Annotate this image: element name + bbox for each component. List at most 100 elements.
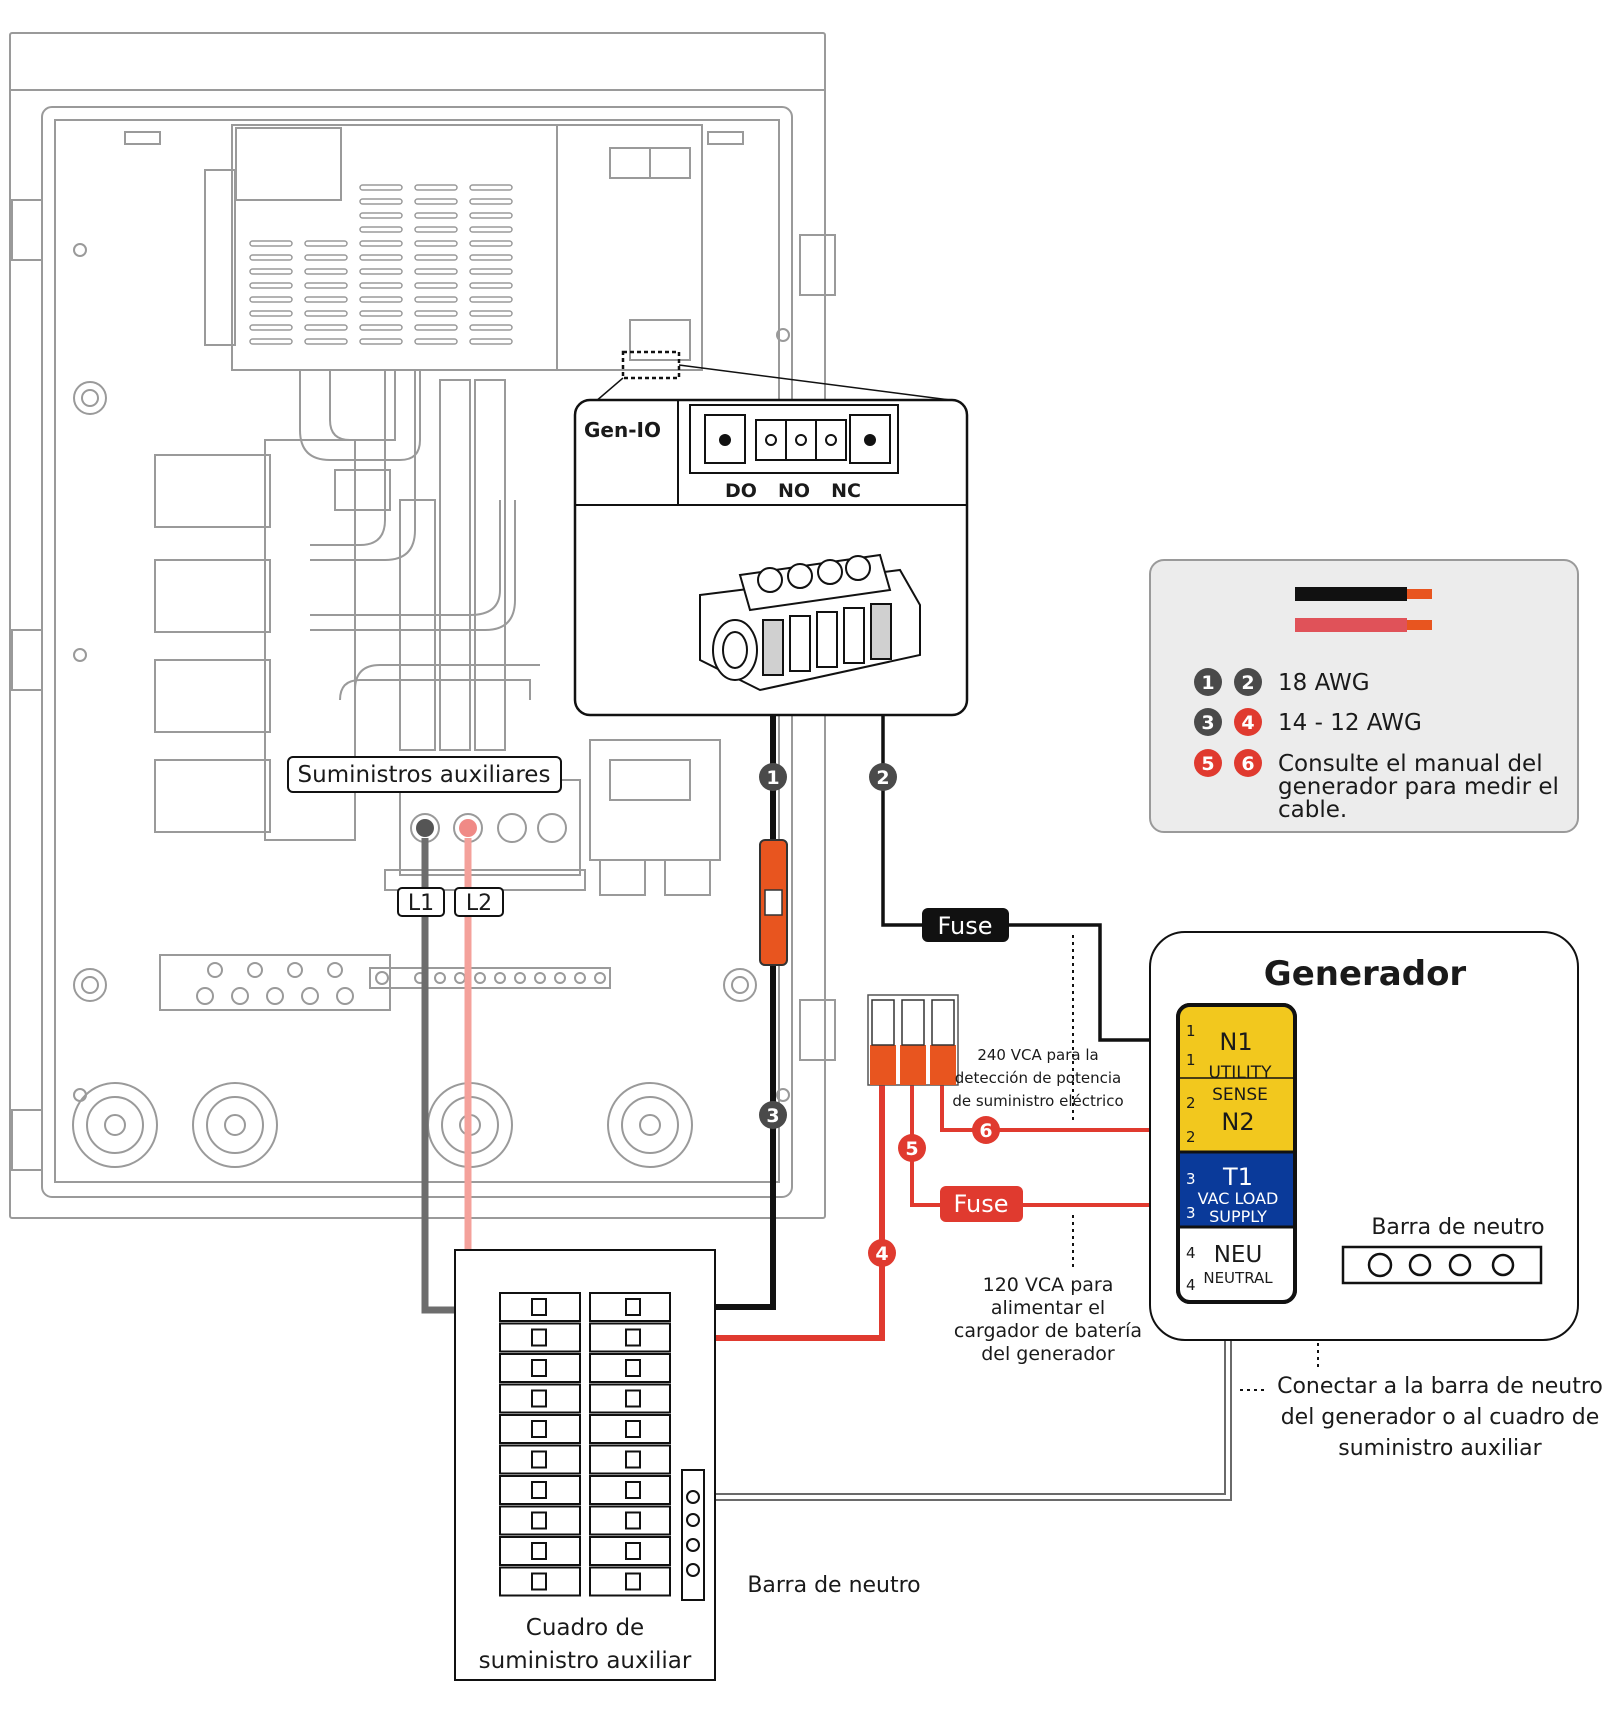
gen-io-label: Gen-IO — [584, 418, 661, 442]
v120-line3: cargador de batería — [954, 1320, 1142, 1342]
svg-text:4: 4 — [875, 1243, 888, 1265]
pin-2b: 2 — [1186, 1128, 1196, 1146]
vent-slot — [359, 324, 403, 331]
vent-slot — [249, 338, 293, 345]
wago-connector — [867, 994, 959, 1086]
knockouts — [72, 1082, 693, 1168]
vent-slot — [414, 296, 458, 303]
vent-slot — [249, 268, 293, 275]
neu-label: NEU — [1214, 1242, 1263, 1268]
breaker-switch — [531, 1511, 547, 1530]
pin-no-label: NO — [778, 480, 810, 502]
vent-slot — [469, 338, 513, 345]
panel-breaker — [499, 1383, 581, 1414]
badge-4: 4 — [868, 1239, 896, 1267]
breaker-switch — [625, 1572, 641, 1591]
panel-breaker — [589, 1353, 671, 1383]
panel-breaker — [499, 1475, 581, 1505]
legend-row-manual: 5 6 Consulte el manual del generador par… — [1194, 749, 1559, 823]
panel-breaker — [499, 1536, 581, 1566]
vent-slot — [414, 310, 458, 317]
v240-line1: 240 VCA para la — [977, 1046, 1098, 1064]
disconnect-right — [589, 739, 721, 896]
neutral-bar-panel-label: Barra de neutro — [747, 1573, 920, 1598]
vent-slot — [359, 198, 403, 205]
aux-terminal-block — [384, 779, 586, 891]
breaker-switch — [531, 1328, 547, 1347]
pin-4b: 4 — [1186, 1276, 1196, 1294]
breaker-switch — [531, 1389, 547, 1408]
vent-slot — [249, 310, 293, 317]
vent-slot — [359, 184, 403, 191]
wire-6 — [940, 1080, 1178, 1132]
breaker-switch — [531, 1542, 547, 1560]
breaker-switch — [531, 1420, 547, 1438]
vent-slot — [304, 324, 348, 331]
breaker-switch — [531, 1298, 547, 1316]
svg-text:3: 3 — [766, 1105, 779, 1127]
svg-text:2: 2 — [876, 767, 889, 789]
label-l1: L1 — [397, 887, 445, 917]
svg-text:cable.: cable. — [1278, 797, 1347, 823]
vent-slot — [469, 296, 513, 303]
vent-slot — [304, 310, 348, 317]
vent-slot — [249, 240, 293, 247]
vent-slot — [359, 254, 403, 261]
svg-text:4: 4 — [1241, 712, 1254, 734]
svg-text:3: 3 — [1201, 712, 1214, 734]
breaker-switch — [531, 1359, 547, 1377]
fuse-bottom-label: Fuse — [940, 1186, 1023, 1222]
breaker-switch — [625, 1542, 641, 1560]
connect-line3: suministro auxiliar — [1338, 1436, 1542, 1461]
pin-1a: 1 — [1186, 1022, 1196, 1040]
connect-line1: Conectar a la barra de neutro — [1277, 1374, 1603, 1399]
neutral-bar-gen-label: Barra de neutro — [1371, 1215, 1544, 1240]
vent-slot — [469, 268, 513, 275]
panel-breaker — [499, 1353, 581, 1383]
vent-slot — [469, 184, 513, 191]
svg-text:L2: L2 — [466, 891, 492, 916]
vent-slot — [249, 324, 293, 331]
svg-text:Fuse: Fuse — [954, 1190, 1009, 1218]
legend-row-14awg: 3 4 14 - 12 AWG — [1194, 708, 1422, 736]
breaker-switch — [625, 1298, 641, 1316]
badge-3: 3 — [759, 1101, 787, 1129]
legend-row-18awg: 1 2 18 AWG — [1194, 668, 1370, 696]
v120-line1: 120 VCA para — [983, 1274, 1114, 1296]
svg-text:5: 5 — [905, 1138, 918, 1160]
fuse-top-label: Fuse — [922, 908, 1009, 942]
badge-1: 1 — [759, 763, 787, 791]
breaker-switch — [531, 1450, 547, 1469]
aux-panel — [454, 1249, 716, 1681]
inverter-board — [204, 124, 703, 371]
vent-slot — [469, 254, 513, 261]
pin-4a: 4 — [1186, 1244, 1196, 1262]
vent-slot — [304, 296, 348, 303]
panel-line2: suministro auxiliar — [479, 1648, 692, 1674]
pin-do-label: DO — [725, 480, 757, 502]
vent-slot — [469, 212, 513, 219]
v240-line2: detección de potencia — [955, 1069, 1121, 1087]
panel-breaker — [589, 1475, 671, 1505]
vent-slot — [304, 282, 348, 289]
pin-3a: 3 — [1186, 1170, 1196, 1188]
svg-text:Suministros auxiliares: Suministros auxiliares — [298, 762, 551, 788]
panel-breaker — [589, 1322, 671, 1353]
vent-slot — [414, 198, 458, 205]
inline-fuse-holder — [759, 839, 788, 966]
pin-3b: 3 — [1186, 1204, 1196, 1222]
vent-slot — [359, 338, 403, 345]
panel-breaker — [499, 1566, 581, 1597]
vent-slot — [304, 240, 348, 247]
svg-text:14 - 12 AWG: 14 - 12 AWG — [1278, 710, 1422, 736]
pin-nc-label: NC — [831, 480, 861, 502]
badge-2: 2 — [869, 763, 897, 791]
svg-text:2: 2 — [1241, 672, 1254, 694]
breaker-switch — [625, 1359, 641, 1377]
neutral-wire-inner — [696, 1307, 1230, 1499]
generator-title: Generador — [1264, 954, 1467, 994]
zoom-line-left — [594, 377, 624, 403]
wire-5 — [910, 1080, 1178, 1207]
svg-text:5: 5 — [1201, 753, 1214, 775]
